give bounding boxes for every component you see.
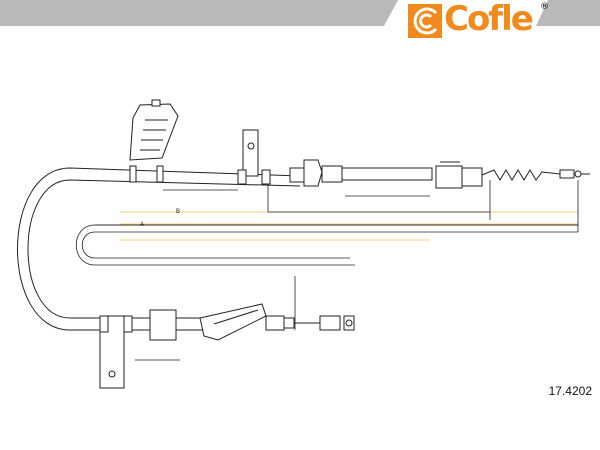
- cable-loop: [17, 167, 301, 331]
- dimension-label-a: A: [140, 222, 144, 228]
- dimension-lines: [95, 170, 579, 361]
- inner-u-guide: [75, 224, 578, 266]
- lower-bracket: [99, 309, 177, 389]
- right-end-fitting: [435, 161, 590, 189]
- brand-name: Cofle: [444, 0, 534, 39]
- brand-logo: Cofle: [406, 0, 534, 39]
- registered-mark: ®: [540, 2, 549, 12]
- hand-brake-lever: [129, 99, 179, 183]
- upper-bracket: [237, 129, 271, 185]
- lower-end-fitting: [199, 303, 355, 341]
- cofle-logo-icon: [408, 4, 442, 38]
- part-number: 17.4202: [548, 384, 592, 398]
- cable-coupling: [289, 159, 433, 187]
- dimension-label-b: B: [176, 209, 180, 215]
- header-banner-right: [536, 0, 600, 26]
- dimension-guides: [120, 211, 578, 241]
- header-banner-left: [0, 0, 398, 26]
